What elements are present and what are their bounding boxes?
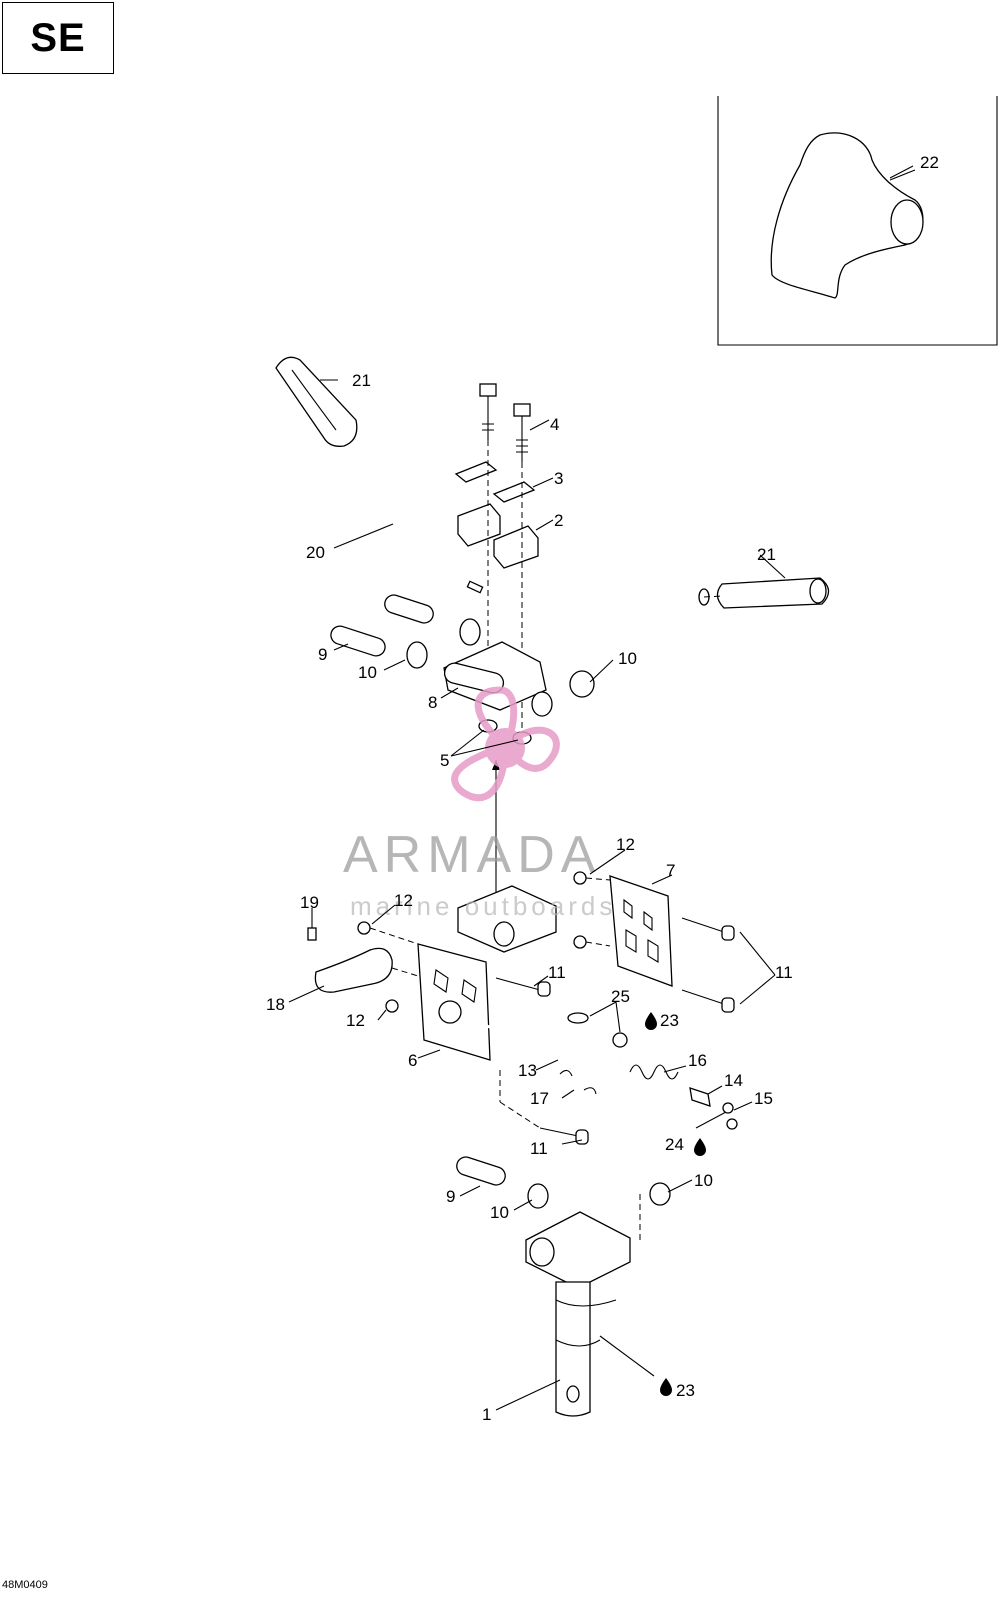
lubricant-drop-icons bbox=[645, 1012, 706, 1396]
callout-9: 9 bbox=[446, 1187, 455, 1206]
washer-12a-2 bbox=[573, 935, 587, 949]
callout-3: 3 bbox=[554, 469, 563, 488]
plate-14 bbox=[689, 1087, 711, 1107]
center-block bbox=[457, 885, 557, 953]
watermark-subtitle: marine outboards bbox=[350, 891, 616, 921]
bushing-10e bbox=[527, 1183, 549, 1209]
callout-14: 14 bbox=[724, 1071, 743, 1090]
callout-24: 24 bbox=[665, 1135, 684, 1154]
spring-16 bbox=[629, 1064, 679, 1080]
callout-labels: 21 22 4 3 2 20 21 9 10 10 8 5 12 7 19 12… bbox=[266, 153, 939, 1424]
callout-22: 22 bbox=[920, 153, 939, 172]
washer-12b bbox=[357, 921, 371, 935]
callout-12: 12 bbox=[394, 891, 413, 910]
callout-11: 11 bbox=[530, 1139, 548, 1158]
clamp-left bbox=[457, 503, 501, 547]
spacer-9b bbox=[456, 1156, 506, 1186]
plate-6-hole bbox=[438, 1000, 462, 1024]
leader-lines bbox=[288, 169, 916, 1411]
callout-8: 8 bbox=[428, 693, 437, 712]
callout-11: 11 bbox=[775, 963, 793, 982]
watermark-logo: ARMADA marine outboards bbox=[343, 686, 616, 921]
drop-icon bbox=[694, 1138, 706, 1156]
callout-10: 10 bbox=[358, 663, 377, 682]
callout-2: 2 bbox=[554, 511, 563, 530]
drop-icon bbox=[660, 1378, 672, 1396]
bushing-10d bbox=[531, 691, 553, 717]
washer-25a bbox=[567, 1012, 589, 1024]
screw-15a bbox=[722, 1102, 734, 1114]
bushing-10f bbox=[649, 1182, 671, 1206]
bolt-head-left bbox=[479, 383, 497, 397]
callout-11: 11 bbox=[548, 963, 566, 982]
bolt-11a bbox=[721, 925, 735, 941]
clamp-hardware bbox=[454, 383, 539, 730]
callout-21: 21 bbox=[352, 371, 371, 390]
callout-13: 13 bbox=[518, 1061, 537, 1080]
callout-9: 9 bbox=[318, 645, 327, 664]
callout-20: 20 bbox=[306, 543, 325, 562]
upper-bracket-assembly bbox=[330, 594, 595, 905]
callout-19: 19 bbox=[300, 893, 319, 912]
bolt-11c bbox=[537, 981, 551, 997]
grip-right-end bbox=[809, 578, 827, 604]
handle-mark bbox=[466, 580, 484, 594]
inset-box bbox=[717, 96, 998, 346]
spacer-9 bbox=[330, 625, 386, 657]
screw-15b bbox=[726, 1118, 738, 1130]
callout-12: 12 bbox=[616, 835, 635, 854]
steering-tube-1 bbox=[555, 1281, 591, 1417]
bushing-10c bbox=[569, 670, 595, 698]
callout-15: 15 bbox=[754, 1089, 773, 1108]
screw-19 bbox=[307, 927, 317, 941]
drawing-reference-code: 48M0409 bbox=[2, 1579, 48, 1591]
callout-18: 18 bbox=[266, 995, 285, 1014]
callout-17: 17 bbox=[530, 1089, 549, 1108]
lower-bracket-assembly bbox=[456, 1156, 671, 1417]
clamp-right bbox=[493, 525, 539, 569]
callout-4: 4 bbox=[550, 415, 559, 434]
bushing-10b bbox=[406, 641, 428, 669]
section-badge-text: SE bbox=[30, 15, 86, 60]
callout-1: 1 bbox=[482, 1405, 491, 1424]
callout-10: 10 bbox=[618, 649, 637, 668]
bolt-11d bbox=[575, 1129, 589, 1145]
bushing-9a bbox=[384, 594, 434, 624]
callout-7: 7 bbox=[666, 861, 675, 880]
washer-12c bbox=[385, 999, 399, 1013]
swivel-bracket-assembly bbox=[307, 871, 738, 1145]
washer-25b bbox=[612, 1032, 628, 1048]
callout-12: 12 bbox=[346, 1011, 365, 1030]
section-badge: SE bbox=[2, 2, 114, 74]
bracket-tube bbox=[443, 662, 505, 694]
lower-bracket bbox=[525, 1211, 631, 1289]
retainer-plate-left bbox=[454, 461, 498, 483]
watermark-title: ARMADA bbox=[343, 826, 601, 884]
friction-lever-18 bbox=[314, 947, 393, 993]
callout-25: 25 bbox=[611, 987, 630, 1006]
callout-10: 10 bbox=[490, 1203, 509, 1222]
handle-grip-right bbox=[716, 577, 830, 609]
callout-10: 10 bbox=[694, 1171, 713, 1190]
tiller-handle-assembly bbox=[275, 356, 830, 609]
bolt-head-right bbox=[513, 403, 531, 417]
bushing-10a bbox=[459, 618, 481, 646]
callout-21: 21 bbox=[757, 545, 776, 564]
grip-end-cap bbox=[770, 132, 924, 299]
handle-grip-upper bbox=[275, 356, 358, 447]
grip-end-opening bbox=[890, 199, 924, 245]
callout-23: 23 bbox=[660, 1011, 679, 1030]
callout-23: 23 bbox=[676, 1381, 695, 1400]
drop-icon bbox=[645, 1012, 657, 1030]
retainer-plate-right bbox=[492, 481, 536, 503]
plate-7 bbox=[609, 875, 673, 987]
callout-5: 5 bbox=[440, 751, 449, 770]
bolt-11b bbox=[721, 997, 735, 1013]
callout-16: 16 bbox=[688, 1051, 707, 1070]
callout-6: 6 bbox=[408, 1051, 417, 1070]
